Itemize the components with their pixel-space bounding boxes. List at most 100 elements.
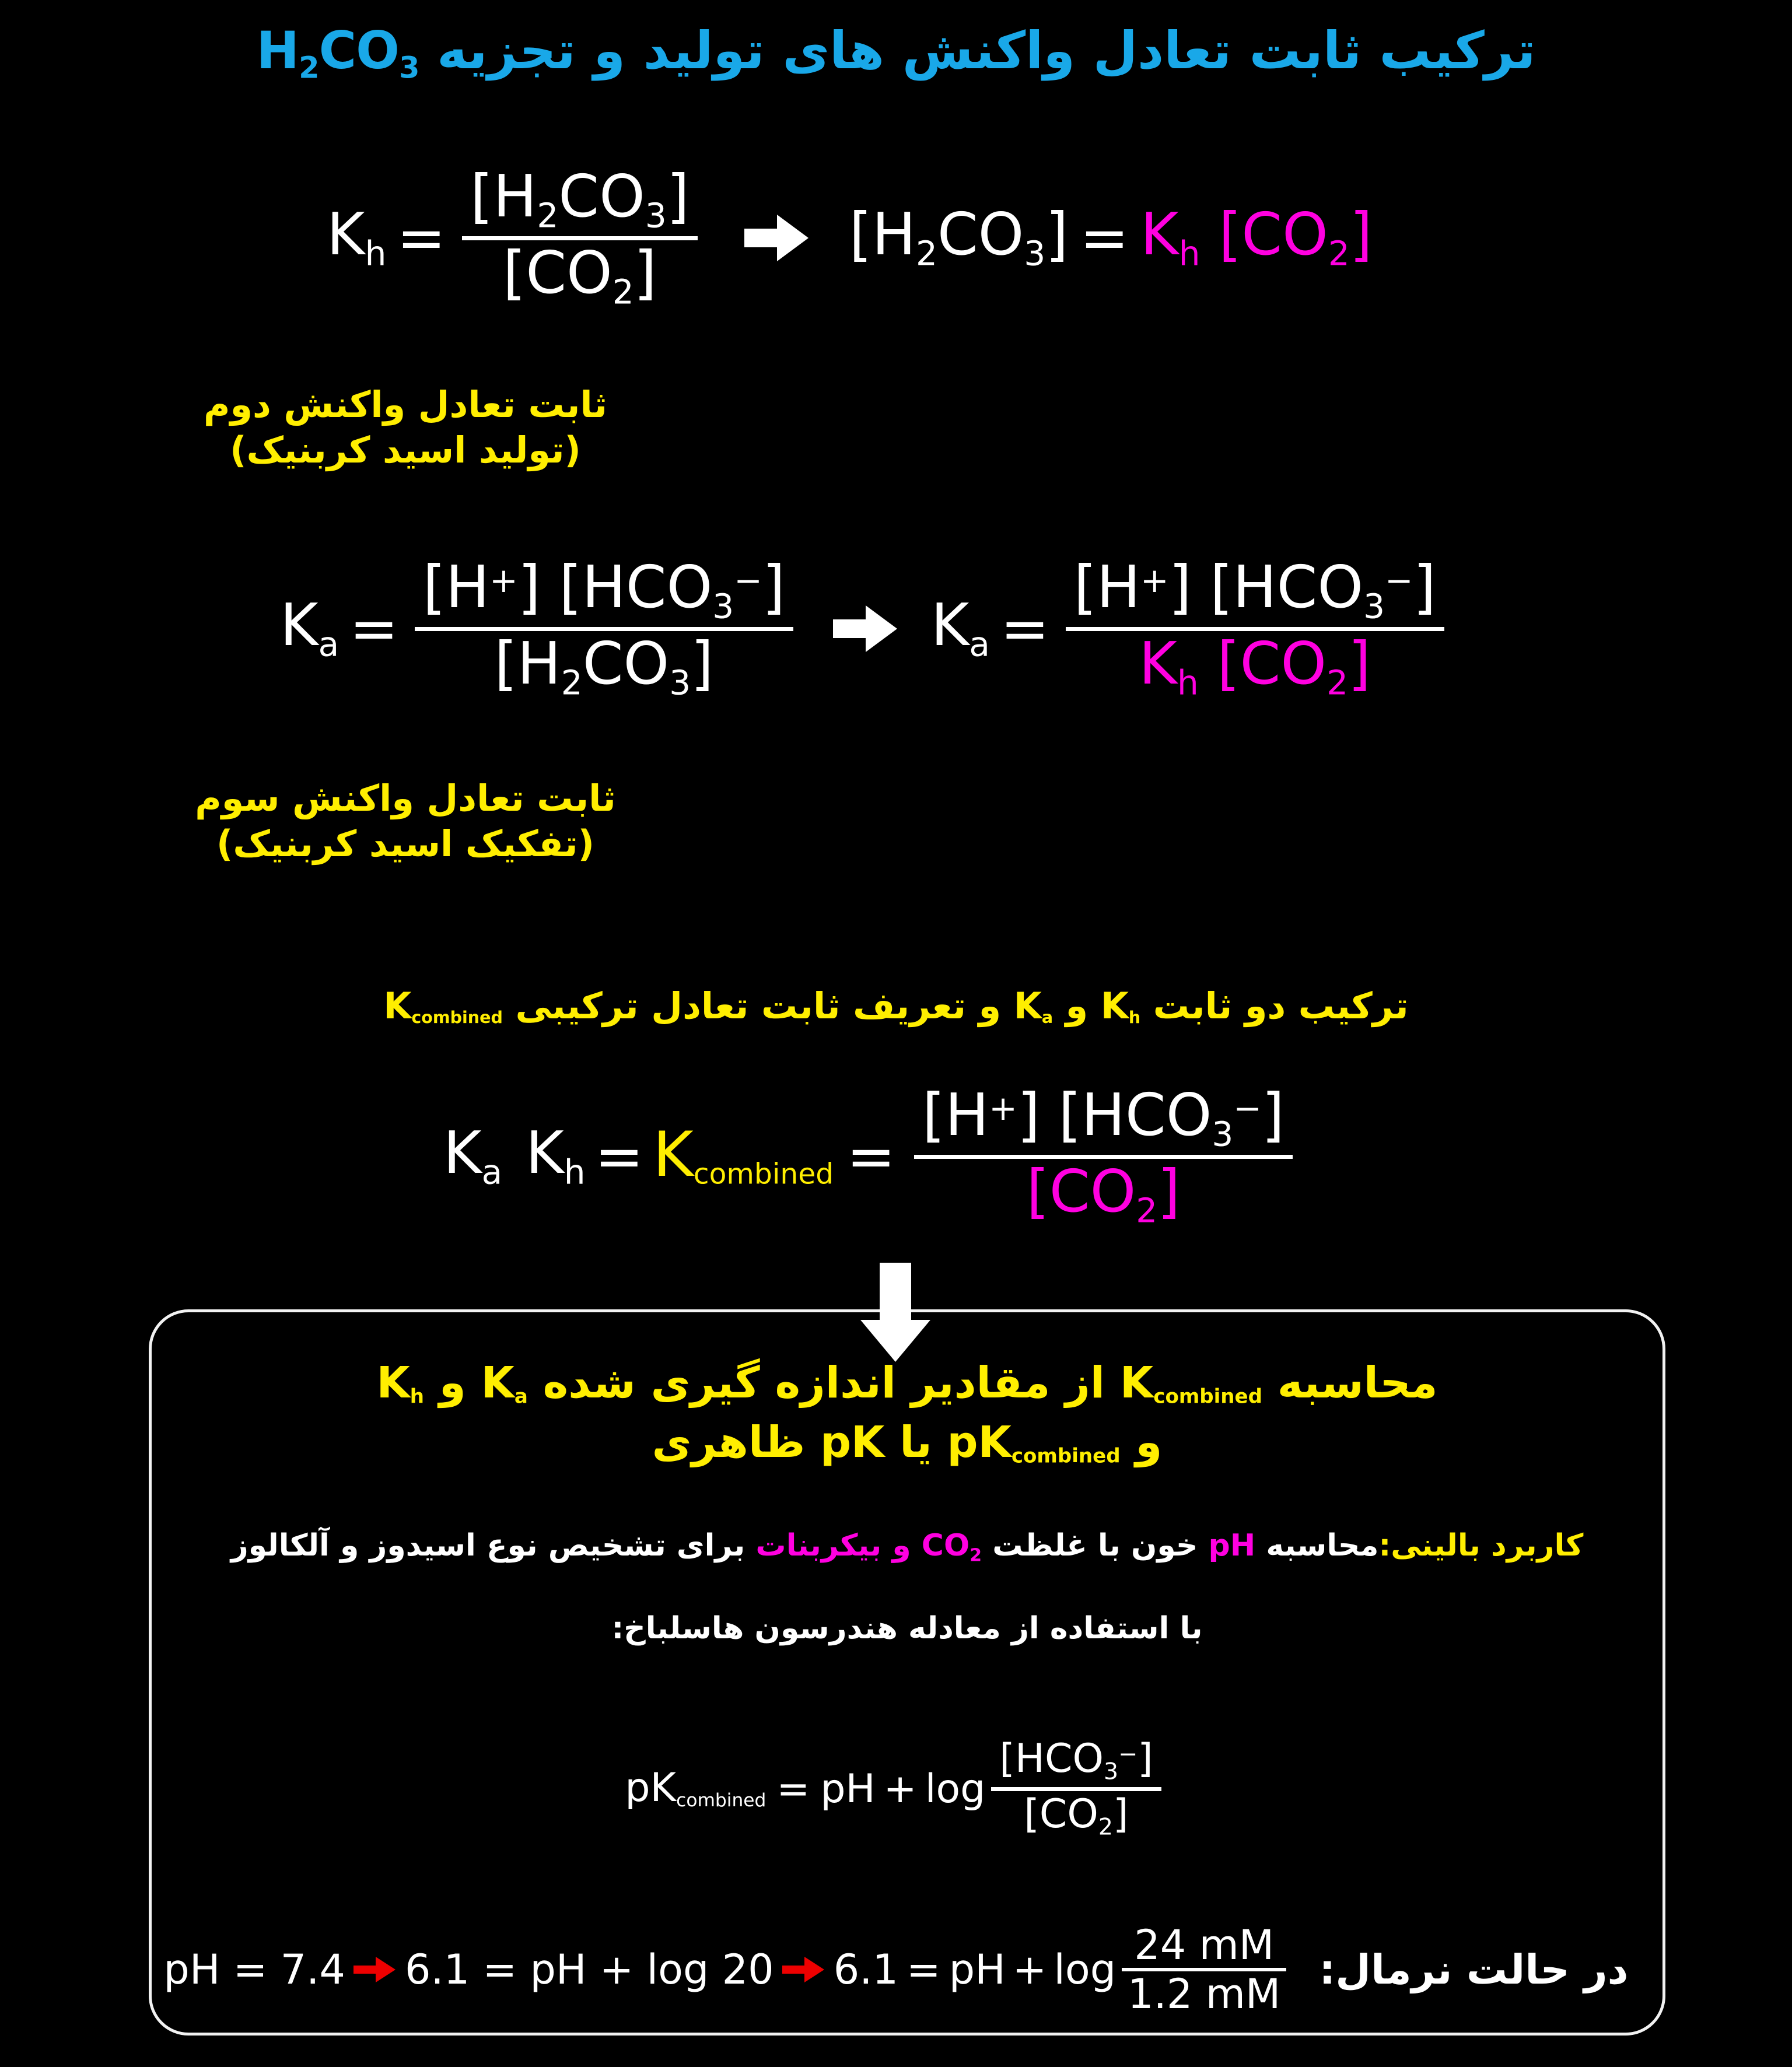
clinical-label: کاربرد بالینی: bbox=[1378, 1528, 1584, 1563]
caption-reaction-three-line1: ثابت تعادل واکنش سوم bbox=[195, 777, 616, 819]
combine-note-kcombined: Kcombined bbox=[383, 985, 503, 1027]
box-title-part2: از مقادیر اندازه گیری شده bbox=[542, 1358, 1105, 1408]
ka-numerator: [H+] [HCO3−] bbox=[422, 553, 785, 626]
normal-case-step1: 6.1 = pH + log 24 mM 1.2 mM bbox=[834, 1925, 1293, 2015]
pk-numerator: [HCO3−] bbox=[999, 1736, 1153, 1785]
equation-ka: Ka = [H+] [HCO3−] [H2CO3] Ka = [H+] [HCO… bbox=[280, 557, 1450, 700]
clinical-application: کاربرد بالینی:محاسبه pH خون با غلظت CO2 … bbox=[149, 1528, 1665, 1566]
page-title-text: ترکیب ثابت تعادل واکنش های تولید و تجزیه bbox=[437, 20, 1536, 80]
equation-pkcombined: pKcombined = pH + log [HCO3−] [CO2] bbox=[625, 1738, 1167, 1840]
ka-result-symbol: Ka bbox=[930, 591, 990, 664]
clinical-bicarbonate: و بیکربنات bbox=[755, 1528, 911, 1563]
pk-fraction: [HCO3−] [CO2] bbox=[991, 1738, 1161, 1840]
box-title-line2: و pKcombined یا pK ظاهری bbox=[149, 1413, 1665, 1472]
arrow-down-icon bbox=[860, 1263, 930, 1362]
normal-case-step2: 6.1 = pH + log 20 bbox=[404, 1946, 774, 1994]
box-title-part1: محاسبه bbox=[1277, 1358, 1438, 1408]
box-title-kcombined: Kcombined bbox=[1119, 1358, 1262, 1409]
step1-fraction: 24 mM 1.2 mM bbox=[1122, 1921, 1287, 2018]
kcomb-fraction: [H+] [HCO3−] [CO2] bbox=[914, 1085, 1293, 1228]
normal-case-step3: pH = 7.4 bbox=[163, 1946, 345, 1994]
fraction-bar bbox=[914, 1154, 1293, 1159]
kh-fraction: [H2CO3] [CO2] bbox=[462, 166, 698, 310]
equals-sign: = bbox=[397, 204, 446, 272]
page-title: ترکیب ثابت تعادل واکنش های تولید و تجزیه… bbox=[0, 21, 1792, 86]
kh-symbol: Kh bbox=[327, 200, 387, 274]
plus-sign: + bbox=[883, 1765, 917, 1812]
kcomb-denominator: [CO2] bbox=[1026, 1157, 1181, 1231]
ka-symbol: Ka bbox=[280, 591, 340, 664]
kcomb-ka: Ka bbox=[443, 1119, 503, 1192]
ka-denominator: [H2CO3] bbox=[494, 629, 714, 703]
box-title-ya: یا bbox=[900, 1417, 932, 1468]
step1-denominator: 1.2 mM bbox=[1128, 1970, 1281, 2018]
combine-note-before: ترکیب دو ثابت bbox=[1153, 985, 1409, 1027]
caption-reaction-two-line2: (تولید اسید کربنیک) bbox=[230, 428, 581, 471]
normal-case-label: در حالت نرمال: bbox=[1319, 1946, 1629, 1994]
equals-sign-4: = bbox=[1000, 594, 1049, 663]
kcomb-kh: Kh bbox=[526, 1119, 586, 1192]
arrow-right-red-icon-2 bbox=[353, 1955, 397, 1984]
equals-sign-5: = bbox=[594, 1122, 644, 1191]
fraction-bar bbox=[991, 1787, 1161, 1792]
equals-sign-8: = bbox=[907, 1946, 941, 1994]
box-title-wa: و bbox=[439, 1358, 466, 1408]
combine-note-middle: و تعریف ثابت تعادل ترکیبی bbox=[515, 985, 1002, 1027]
combine-note-wa: و bbox=[1065, 985, 1088, 1027]
arrow-right-red-icon-1 bbox=[782, 1955, 825, 1984]
fraction-bar bbox=[414, 626, 793, 631]
clinical-co2: CO2 bbox=[921, 1528, 982, 1566]
ka-result-numerator: [H+] [HCO3−] bbox=[1073, 553, 1436, 626]
pk-ph: pH bbox=[820, 1765, 876, 1812]
equation-pkcombined-wrapper: pKcombined = pH + log [HCO3−] [CO2] bbox=[0, 1738, 1792, 1840]
fraction-bar bbox=[462, 236, 698, 240]
caption-reaction-three: ثابت تعادل واکنش سوم (تفکیک اسید کربنیک) bbox=[0, 776, 811, 866]
ka-fraction: [H+] [HCO3−] [H2CO3] bbox=[414, 553, 793, 703]
step1-ph: pH bbox=[949, 1946, 1006, 1994]
kh-denominator: [CO2] bbox=[503, 238, 657, 312]
plus-sign-2: + bbox=[1012, 1946, 1047, 1994]
pk-denominator: [CO2] bbox=[1024, 1791, 1129, 1841]
box-title-ka: Ka bbox=[481, 1358, 528, 1409]
clinical-text-3: برای تشخیص نوع اسیدوز و آلکالوز bbox=[230, 1528, 746, 1563]
combine-note-ka: Ka bbox=[1013, 985, 1054, 1027]
kcomb-symbol: Kcombined bbox=[653, 1119, 834, 1191]
clinical-text-2: خون با غلظت bbox=[992, 1528, 1198, 1563]
box-title: محاسبه Kcombined از مقادیر اندازه گیری ش… bbox=[149, 1353, 1665, 1472]
pk-log: log bbox=[925, 1765, 986, 1812]
arrow-right-icon bbox=[744, 215, 808, 262]
henderson-hasselbalch-note: با استفاده از معادله هندرسون هاسلباخ: bbox=[611, 1611, 1203, 1646]
pk-lhs: pKcombined bbox=[625, 1765, 766, 1812]
normal-case-row: در حالت نرمال: 6.1 = pH + log 24 mM 1.2 … bbox=[0, 1925, 1792, 2015]
arrow-right-icon bbox=[832, 605, 897, 653]
combine-note-kh: Kh bbox=[1100, 985, 1141, 1027]
equals-sign-3: = bbox=[349, 594, 398, 663]
clinical-ph: pH bbox=[1208, 1528, 1256, 1563]
kh-result-rhs: Kh [CO2] bbox=[1140, 200, 1373, 274]
fraction-bar bbox=[1122, 1968, 1287, 1971]
equation-kcombined: Ka Kh = Kcombined = [H+] [HCO3−] [CO2] bbox=[443, 1085, 1298, 1228]
kh-numerator: [H2CO3] bbox=[470, 162, 690, 236]
step1-log: log bbox=[1054, 1946, 1116, 1994]
box-title-line2-wa: و bbox=[1135, 1417, 1163, 1468]
equation-kh: Kh = [H2CO3] [CO2] [H2CO3] = Kh [CO2] bbox=[327, 166, 1373, 310]
caption-reaction-three-line2: (تفکیک اسید کربنیک) bbox=[216, 822, 594, 865]
combine-note: ترکیب دو ثابت Kh و Ka و تعریف ثابت تعادل… bbox=[0, 985, 1792, 1027]
equals-sign-2: = bbox=[1080, 204, 1129, 272]
box-title-pkcombined: pKcombined bbox=[947, 1417, 1121, 1468]
step1-numerator: 24 mM bbox=[1134, 1921, 1275, 1969]
equals-sign-7: = bbox=[776, 1765, 810, 1812]
kh-result-lhs: [H2CO3] bbox=[849, 200, 1069, 274]
box-title-kh: Kh bbox=[376, 1358, 425, 1409]
clinical-text-1: محاسبه bbox=[1266, 1528, 1379, 1563]
caption-reaction-two: ثابت تعادل واکنش دوم (تولید اسید کربنیک) bbox=[0, 382, 811, 472]
step1-lhs: 6.1 bbox=[833, 1946, 899, 1994]
equals-sign-6: = bbox=[846, 1122, 896, 1191]
kcomb-numerator: [H+] [HCO3−] bbox=[922, 1081, 1284, 1154]
box-title-end: ظاهری bbox=[652, 1417, 806, 1468]
caption-reaction-two-line1: ثابت تعادل واکنش دوم bbox=[204, 383, 607, 426]
fraction-bar bbox=[1065, 626, 1444, 631]
box-title-pk: pK bbox=[820, 1417, 885, 1468]
page-title-formula: H2CO3 bbox=[256, 20, 419, 86]
ka-result-denominator: Kh [CO2] bbox=[1139, 629, 1371, 703]
